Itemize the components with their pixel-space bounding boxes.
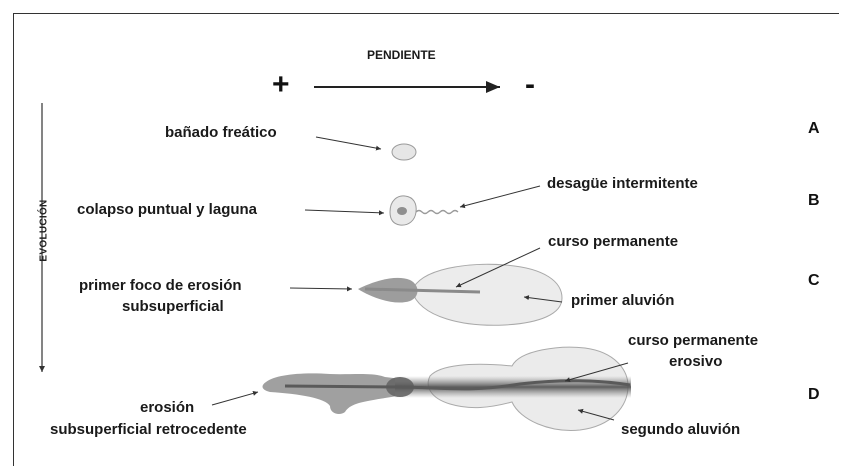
leader-curso-erosivo — [564, 362, 629, 383]
retreating-erosion-shape — [262, 373, 410, 414]
first-alluvium-shape — [411, 263, 563, 326]
leader-segundo-aluvion — [577, 408, 615, 421]
stage-c: C — [808, 272, 820, 289]
label-segundo-aluvion: segundo aluvión — [621, 421, 741, 438]
stage-b: B — [808, 192, 820, 209]
leader-primer-aluvion — [523, 295, 563, 303]
leader-erosion — [211, 390, 259, 406]
label-erosion: erosión — [140, 399, 195, 416]
label-colapso: colapso puntual y laguna — [77, 201, 258, 218]
leader-banado — [315, 136, 382, 151]
label-banado: bañado freático — [165, 124, 277, 141]
label-primer-aluvion: primer aluvión — [571, 292, 675, 309]
stage-d: D — [808, 386, 820, 403]
figure-frame — [13, 13, 839, 466]
minus-sign: - — [525, 68, 535, 101]
intermittent-drain — [415, 209, 459, 215]
label-primer-foco: primer foco de erosión — [79, 277, 242, 294]
label-primer-foco-2: subsuperficial — [122, 298, 224, 315]
wetland-shape — [391, 143, 417, 161]
leader-primer-foco — [289, 286, 353, 292]
label-curso-permanente: curso permanente — [548, 233, 679, 250]
label-curso-erosivo-2: erosivo — [669, 353, 723, 370]
stage-a: A — [808, 120, 820, 137]
lagoon-core — [397, 207, 407, 215]
slope-label: PENDIENTE — [367, 48, 436, 62]
permanent-course-line — [364, 287, 481, 294]
leader-colapso — [304, 209, 385, 216]
label-desague: desagüe intermitente — [547, 175, 698, 192]
label-erosion-2: subsuperficial retrocedente — [50, 421, 247, 438]
leader-desague — [459, 185, 541, 209]
erosive-course-line — [284, 379, 631, 391]
evolution-label: EVOLUCIÓN — [38, 199, 50, 262]
label-curso-erosivo: curso permanente — [628, 332, 759, 349]
plus-sign: + — [272, 68, 290, 101]
leader-curso-perm — [455, 247, 541, 288]
